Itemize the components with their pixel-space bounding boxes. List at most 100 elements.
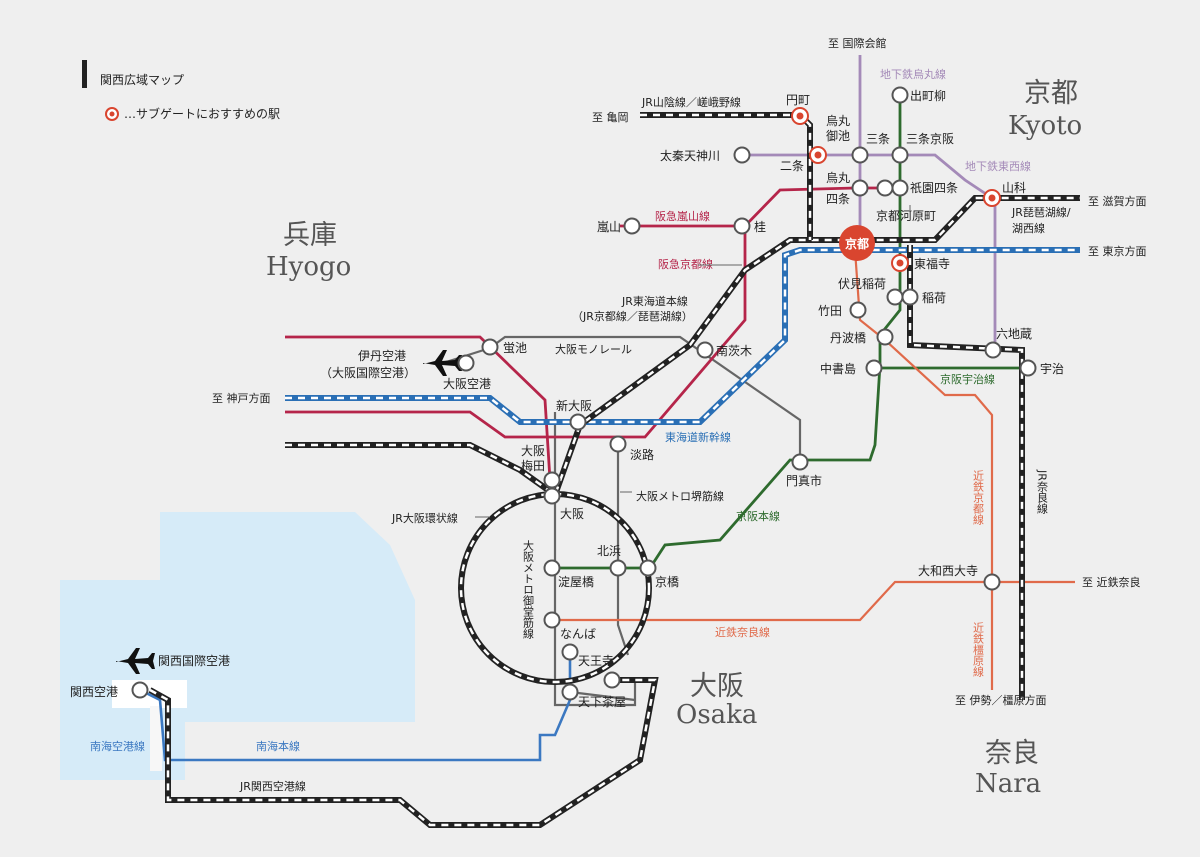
label-sakaisuji: 大阪メトロ堺筋線 [636, 489, 724, 503]
midosuji-path[interactable] [553, 412, 637, 707]
station-chushojima[interactable] [865, 359, 883, 377]
label-kintetsu-kashihara: 近鉄橿原線 [972, 622, 985, 677]
label-marutamachi: 円町 [786, 93, 810, 107]
station-umeda[interactable] [543, 471, 561, 489]
label-biwako-line: JR琵琶湖線/ [1011, 205, 1071, 219]
label-osaka-airport: 大阪空港 [443, 377, 491, 391]
dir-kameoka: 至 亀岡 [592, 110, 629, 124]
station-arashiyama[interactable] [623, 217, 641, 235]
label-uzumasa: 太秦天神川 [660, 148, 720, 163]
label-kix: 関西国際空港 [158, 654, 230, 668]
sakaisuji-path[interactable] [616, 444, 630, 656]
station-tambabashi[interactable] [876, 328, 894, 346]
label-chushojima: 中書島 [820, 361, 856, 376]
label-karasuma-oike-1: 烏丸 [826, 114, 850, 128]
label-itami-2: （大阪国際空港） [320, 366, 416, 380]
station-karasuma-oike[interactable] [851, 146, 869, 164]
gray-lines [442, 335, 802, 707]
label-shijo: 四条 [826, 192, 850, 206]
label-tokaido-2: （JR京都線／琵琶湖線） [572, 309, 693, 323]
station-uzumasa[interactable] [733, 146, 751, 164]
station-kix[interactable] [131, 681, 149, 699]
region-hyogo-ja: 兵庫 [283, 220, 337, 251]
station-sanjo[interactable] [891, 146, 909, 164]
station-awaji[interactable] [609, 435, 627, 453]
station-namba[interactable] [543, 611, 561, 629]
region-nara-en: Nara [975, 769, 1041, 799]
station-osaka-airport[interactable] [457, 354, 475, 372]
dir-ise: 至 伊勢／橿原方面 [955, 693, 1047, 707]
station-kadoma[interactable] [791, 453, 809, 471]
label-shinkansen: 東海道新幹線 [665, 430, 731, 444]
station-tennoji-b[interactable] [603, 671, 621, 689]
kintetsu-kyoto-path[interactable] [853, 249, 994, 690]
station-minami-ibaraki[interactable] [696, 341, 714, 359]
region-nara-ja: 奈良 [985, 738, 1039, 769]
dir-kobe: 至 神戸方面 [212, 391, 271, 405]
station-yodoyabashi[interactable] [543, 559, 561, 577]
monorail-path[interactable] [442, 335, 802, 462]
label-kadoma: 門真市 [786, 473, 822, 488]
station-katsura[interactable] [733, 217, 751, 235]
station-uji[interactable] [1019, 359, 1037, 377]
nankai-path[interactable] [139, 652, 572, 762]
midosuji-link [569, 690, 636, 702]
label-kyoto: 京都 [845, 236, 869, 251]
label-jr-kanku: JR関西空港線 [239, 779, 306, 793]
label-tozai-line: 地下鉄東西線 [965, 159, 1031, 173]
label-hotarugaike: 蛍池 [503, 341, 527, 355]
region-kyoto-ja: 京都 [1024, 78, 1078, 109]
label-monorail: 大阪モノレール [555, 342, 632, 356]
hankyu-kobe[interactable] [285, 225, 747, 439]
label-takeda: 竹田 [818, 304, 842, 318]
label-awaji: 淡路 [630, 447, 654, 462]
legend-text: …サブゲートにおすすめの駅 [124, 106, 280, 121]
station-yamato-saidaiji[interactable] [983, 573, 1001, 591]
label-keihan-uji: 京阪宇治線 [940, 372, 995, 386]
label-karasuma: 烏丸 [826, 171, 850, 185]
station-tofukuji-core [896, 259, 904, 267]
label-kix-station: 関西空港 [70, 685, 118, 699]
station-takeda[interactable] [849, 301, 867, 319]
station-rokujizo[interactable] [984, 341, 1002, 359]
label-karasuma-line: 地下鉄烏丸線 [880, 67, 946, 81]
station-nijo-core [814, 151, 822, 159]
kix-bridge [150, 706, 162, 771]
label-karasuma-oike-2: 御池 [826, 128, 850, 143]
label-tokaido-1: JR東海道本線 [621, 294, 688, 308]
sea-area [60, 512, 415, 780]
station-fushimi-inari[interactable] [886, 288, 904, 306]
station-kyobashi[interactable] [639, 559, 657, 577]
station-tengachaya[interactable] [561, 683, 579, 701]
station-demachiyanagi[interactable] [891, 86, 909, 104]
station-inari[interactable] [901, 288, 919, 306]
station-tennoji-a[interactable] [561, 643, 579, 661]
label-osaka: 大阪 [560, 507, 584, 521]
airplane-icon-kix [116, 648, 155, 674]
label-katsura: 桂 [754, 219, 766, 234]
station-gion[interactable] [891, 179, 909, 197]
label-nankai-main: 南海本線 [256, 739, 300, 753]
station-osaka[interactable] [543, 487, 561, 505]
station-kyoto-badge[interactable] [839, 225, 875, 261]
keihan-lines [555, 95, 1028, 570]
station-kawaramachi[interactable] [876, 179, 894, 197]
label-inari: 稲荷 [922, 291, 946, 305]
station-shin-osaka[interactable] [569, 413, 587, 431]
shinkansen-line[interactable] [285, 247, 1080, 425]
label-kintetsu-nara: 近鉄奈良線 [715, 625, 770, 639]
title-bar-accent [82, 60, 87, 88]
map-title: 関西広域マップ [100, 73, 184, 87]
label-kyobashi: 京橋 [655, 575, 679, 589]
label-arashiyama: 嵐山 [597, 220, 621, 234]
station-kitahama[interactable] [609, 559, 627, 577]
keihan-main-path[interactable] [648, 95, 902, 569]
label-fushimi-inari: 伏見稲荷 [838, 277, 886, 291]
label-hankyu-kyoto-line: 阪急京都線 [658, 257, 713, 271]
hankyu-takarazuka[interactable] [285, 335, 552, 481]
station-shijo[interactable] [851, 179, 869, 197]
label-keihan-main: 京阪本線 [736, 509, 780, 523]
station-hotarugaike[interactable] [481, 338, 499, 356]
label-kintetsu-kyoto: 近鉄京都線 [972, 470, 985, 525]
